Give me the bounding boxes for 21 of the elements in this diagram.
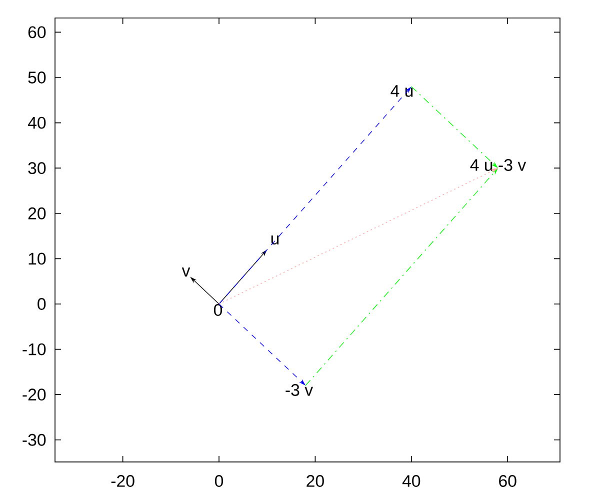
tick-label: 40 — [402, 475, 420, 487]
tick-label: 60 — [499, 475, 516, 487]
tick-label: -20 — [22, 388, 46, 401]
tick-label: 10 — [28, 252, 46, 265]
point-label: u — [271, 235, 279, 245]
tick-label: 0 — [214, 475, 224, 487]
tick-label: -30 — [22, 434, 46, 446]
tick-label: 0 — [38, 298, 46, 310]
tick-label: 30 — [28, 162, 46, 174]
point-label: -3 v — [286, 384, 313, 396]
tick-label: 20 — [306, 475, 324, 487]
tick-label: 20 — [28, 207, 46, 220]
tick-label: -10 — [22, 343, 46, 356]
point-label: 4 u — [390, 85, 413, 97]
tick-label: 50 — [28, 72, 46, 84]
point-label: v — [182, 268, 190, 276]
tick-label: 60 — [28, 26, 46, 38]
point-label: 0 — [214, 304, 222, 316]
tick-label: 40 — [28, 116, 46, 129]
point-label: 4 u -3 v — [470, 159, 526, 171]
tick-label: -20 — [111, 475, 134, 487]
